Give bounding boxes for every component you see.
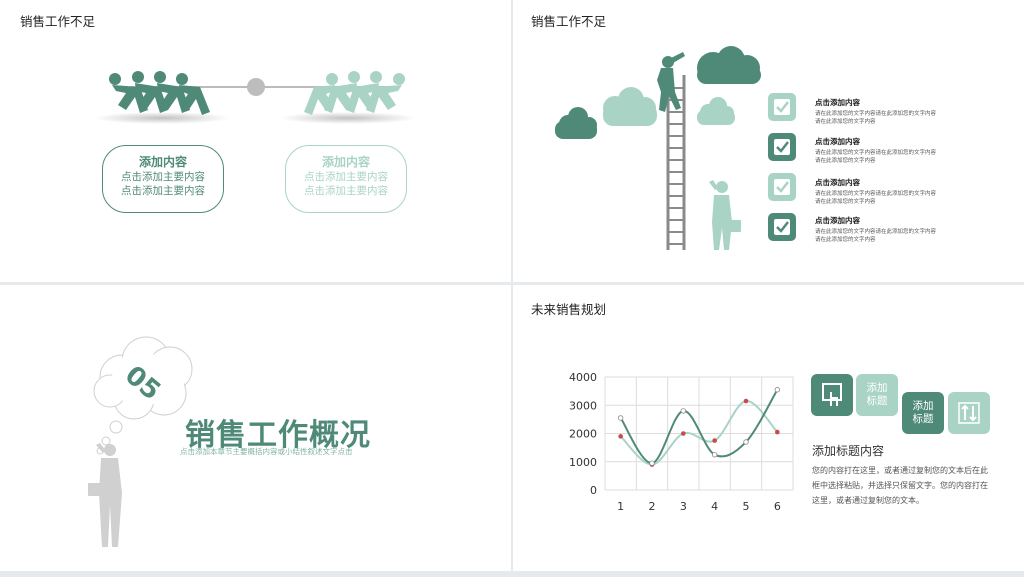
data-point: [775, 429, 780, 435]
data-point: [618, 434, 623, 439]
check-box-icon: [768, 133, 796, 161]
list-item-heading: 点击添加内容: [815, 137, 860, 146]
ladder-icon: [666, 75, 686, 250]
thought-cloud-illustration: 05: [88, 336, 193, 547]
x-tick-label: 6: [774, 500, 781, 513]
slide-thumb-2[interactable]: 销售工作不足: [513, 0, 1024, 282]
ladder-clouds-illustration: [555, 46, 761, 250]
check-box-icon: [768, 93, 796, 121]
sort-icon: [958, 402, 980, 424]
thinking-person-icon: [709, 180, 741, 250]
bubble-heading: 添加内容: [138, 155, 187, 169]
x-tick-label: 2: [649, 500, 656, 513]
bubble-line: 点击添加主要内容: [121, 185, 205, 197]
data-point: [743, 439, 749, 445]
text-heading: 添加标题内容: [812, 444, 885, 458]
list-item-heading: 点击添加内容: [815, 216, 860, 225]
bubble-line: 点击添加主要内容: [304, 171, 388, 183]
bubble-heading: 添加内容: [321, 155, 370, 169]
touch-icon: [822, 383, 842, 406]
section-title: 销售工作概况: [185, 418, 371, 453]
y-tick-label: 1000: [569, 456, 597, 469]
slide-thumb-1[interactable]: 销售工作不足 添加内容 点击: [0, 0, 511, 282]
bubble-line: 点击添加主要内容: [304, 185, 388, 197]
x-tick-label: 1: [617, 500, 624, 513]
data-point: [774, 387, 781, 393]
text-body: 您的内容打在这里，或者通过复制您的文本后在此框中选择粘贴，并选择只保留文字。您的…: [812, 466, 988, 505]
climbing-person-icon: [657, 52, 685, 112]
x-tick-label: 3: [680, 500, 687, 513]
cloud-icon: [603, 87, 657, 126]
list-item-heading: 点击添加内容: [815, 178, 860, 187]
y-tick-label: 0: [590, 484, 597, 497]
slide-title: 未来销售规划: [531, 302, 607, 317]
x-tick-label: 4: [711, 500, 718, 513]
check-box-icon: [768, 213, 796, 241]
cloud-icon: [555, 107, 597, 139]
slide-title: 销售工作不足: [20, 14, 96, 29]
list-item-heading: 点击添加内容: [815, 98, 860, 107]
slide-title: 销售工作不足: [531, 14, 607, 29]
data-point: [649, 460, 655, 466]
data-point: [711, 451, 718, 458]
data-point: [681, 431, 686, 436]
y-tick-label: 3000: [569, 399, 597, 412]
team-right-icon: [304, 71, 405, 115]
data-point: [617, 415, 624, 421]
data-point: [743, 398, 749, 404]
check-box-icon: [768, 173, 796, 201]
section-subtitle: 点击添加本章节主要概括内容或小结性叙述文字点击: [180, 447, 353, 456]
bubble-line: 点击添加主要内容: [121, 171, 205, 183]
tile-add-title[interactable]: 添加 标题: [902, 392, 944, 434]
tile-add-title[interactable]: 添加 标题: [856, 374, 898, 416]
list-item-body: 请在此添加您的文字内容请在此添加您的文字内容请在此添加您的文字内容: [815, 191, 937, 205]
data-point: [712, 438, 717, 443]
tug-of-war-illustration: [94, 71, 416, 124]
cloud-icon: [697, 46, 761, 84]
tile-touch[interactable]: [811, 374, 853, 416]
tile-sort[interactable]: [948, 392, 990, 434]
data-point: [680, 408, 687, 414]
content-bubble-left[interactable]: 添加内容 点击添加主要内容 点击添加主要内容: [102, 145, 224, 213]
y-tick-label: 4000: [569, 371, 597, 384]
line-chart: 0 1000 2000 3000 4000 1 2 3 4 5 6: [569, 371, 794, 513]
thinking-person-icon: [88, 443, 122, 547]
slide-thumb-3[interactable]: 05 销售工作概况 点击添加本章节主要概括内容或小结性叙述文字点击: [0, 285, 511, 571]
series-line: [619, 400, 779, 466]
content-bubble-right[interactable]: 添加内容 点击添加主要内容 点击添加主要内容: [285, 145, 407, 213]
y-tick-label: 2000: [569, 428, 597, 441]
team-left-icon: [109, 71, 210, 115]
cloud-icon: [697, 97, 735, 125]
slide-thumb-4[interactable]: 未来销售规划 0 1000 2000 3000 4000 1 2 3 4 5 6 添加 标题 添加 …: [513, 285, 1024, 571]
list-item-body: 请在此添加您的文字内容请在此添加您的文字内容请在此添加您的文字内容: [815, 229, 937, 243]
list-item-body: 请在此添加您的文字内容请在此添加您的文字内容请在此添加您的文字内容: [815, 111, 937, 125]
list-item-body: 请在此添加您的文字内容请在此添加您的文字内容请在此添加您的文字内容: [815, 150, 937, 164]
x-tick-label: 5: [743, 500, 750, 513]
